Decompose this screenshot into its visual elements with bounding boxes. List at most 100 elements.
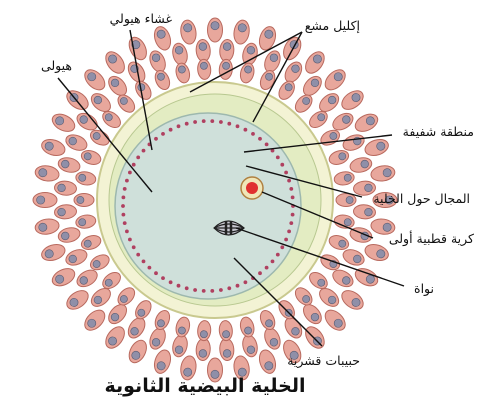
corona-cell <box>117 94 136 113</box>
cortical-granule <box>147 265 152 270</box>
corona-cell <box>242 42 258 66</box>
corona-cell <box>294 94 313 113</box>
corona-cell <box>328 235 350 250</box>
cortical-granule <box>121 204 125 208</box>
corona-cell <box>175 62 191 84</box>
corona-cell <box>197 58 212 80</box>
cortical-granule <box>227 121 232 126</box>
cortical-granule <box>176 283 181 288</box>
cortical-granules <box>121 119 295 293</box>
cytoplasm <box>114 112 302 300</box>
cortical-granule <box>121 212 126 217</box>
cortical-granule <box>122 221 127 226</box>
corona-cell <box>354 268 379 287</box>
corona-cell <box>76 269 98 288</box>
cortical-granule <box>289 187 294 191</box>
corona-cell <box>127 317 146 339</box>
corona-cell <box>65 134 88 151</box>
corona-cell <box>284 317 303 339</box>
corona-cell <box>294 287 313 306</box>
corona-cell <box>57 157 81 173</box>
corona-cell <box>324 69 346 91</box>
corona-cell <box>80 150 102 165</box>
corona-cell <box>128 339 147 364</box>
corona-cell <box>195 39 211 62</box>
corona-cell <box>319 93 340 113</box>
corona-cell <box>135 300 152 320</box>
corona-cell <box>239 316 255 338</box>
cortical-granule <box>219 120 223 124</box>
label-first-polar-body: كرية قطبية أولى <box>389 230 474 247</box>
corona-cell <box>66 90 89 110</box>
corona-cell <box>34 165 60 182</box>
cortical-granule <box>264 265 269 270</box>
corona-cell <box>102 271 121 290</box>
corona-cell <box>102 110 121 129</box>
corona-cell <box>75 214 97 229</box>
corona-cell <box>333 214 355 229</box>
cortical-granule <box>235 124 240 129</box>
corona-cell <box>32 192 58 208</box>
cortical-granule <box>131 245 136 250</box>
cortical-granule <box>125 229 129 234</box>
corona-cell <box>90 93 111 113</box>
cortical-granule <box>121 195 126 200</box>
corona-cell <box>349 227 373 243</box>
cortical-granule <box>287 229 291 234</box>
corona-cell <box>341 90 364 110</box>
corona-cell <box>259 309 276 331</box>
cortical-granule <box>210 119 215 123</box>
corona-cell <box>207 17 223 43</box>
corona-cell <box>305 326 325 349</box>
corona-cell <box>90 287 111 307</box>
corona-cell <box>372 192 398 208</box>
cortical-granule <box>270 259 275 264</box>
corona-cell <box>353 180 376 196</box>
label-cytoplasm: هيولى <box>41 58 72 74</box>
cortical-granule <box>122 187 127 191</box>
corona-cell <box>41 138 66 157</box>
cortical-granule <box>184 121 189 126</box>
cortical-granule <box>168 280 173 285</box>
label-zona-pellucida: منطقة شفيفة <box>403 124 474 139</box>
cortical-granule <box>290 195 295 200</box>
corona-cell <box>149 327 166 350</box>
cortical-granule <box>275 252 280 257</box>
corona-cell <box>195 338 211 361</box>
corona-cell <box>264 327 281 350</box>
corona-cell <box>335 193 357 207</box>
corona-cell <box>218 320 233 342</box>
first-polar-body <box>240 176 264 200</box>
cortical-granule <box>161 132 165 136</box>
label-corona-radiata: إكليل مشع <box>305 18 360 33</box>
corona-cell <box>51 113 76 132</box>
cortical-granule <box>219 288 223 292</box>
cortical-granule <box>264 142 269 147</box>
cortical-granule <box>243 127 248 132</box>
cortical-granule <box>258 271 262 276</box>
corona-cell <box>309 271 328 290</box>
corona-cell <box>54 180 77 196</box>
corona-cell <box>105 51 125 74</box>
cortical-granule <box>280 245 285 250</box>
corona-cell <box>353 204 376 220</box>
cortical-granule <box>275 155 280 160</box>
cortical-granule <box>201 119 206 123</box>
corona-cell <box>76 112 98 131</box>
corona-cell <box>242 334 258 358</box>
corona-cell <box>233 355 250 381</box>
corona-cell <box>332 269 354 288</box>
cortical-granule <box>280 162 285 167</box>
corona-cell <box>324 309 346 331</box>
corona-cell <box>349 157 373 173</box>
cortical-granule <box>251 132 255 136</box>
cortical-granule <box>127 237 132 242</box>
cortical-granule <box>154 271 158 276</box>
corona-cell <box>197 320 212 342</box>
corona-cell <box>259 69 276 91</box>
corona-cell <box>239 62 255 84</box>
corona-cell <box>34 218 60 235</box>
corona-cell <box>84 309 106 331</box>
corona-cell <box>342 134 365 151</box>
